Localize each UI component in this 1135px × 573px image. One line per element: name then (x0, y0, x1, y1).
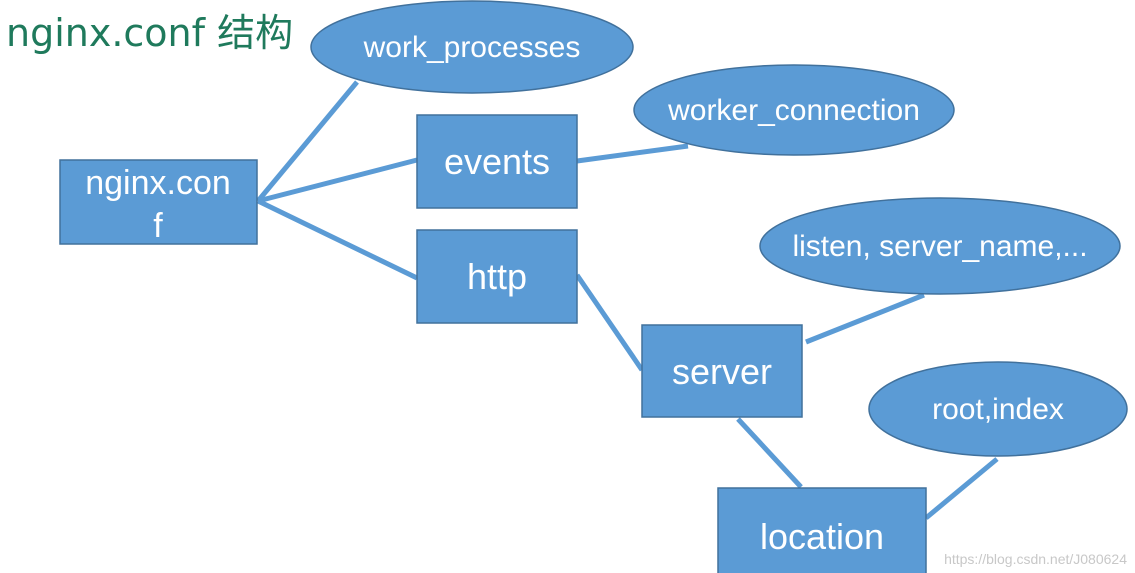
node-worker-connection-label: worker_connection (667, 94, 920, 127)
edge-http-server (574, 273, 645, 372)
watermark: https://blog.csdn.net/J080624 (944, 551, 1127, 567)
edge-root-http (256, 198, 419, 281)
node-root-label-line1: nginx.con (85, 164, 231, 202)
edge-root-events (257, 157, 418, 204)
node-worker-connection: worker_connection (633, 64, 955, 156)
node-http: http (416, 229, 578, 324)
edge-root-work-processes (256, 80, 359, 203)
node-work-processes-label: work_processes (363, 31, 581, 64)
edge-server-listen (805, 292, 925, 345)
edge-server-location (736, 417, 803, 489)
diagram-title: nginx.conf 结构 (6, 11, 294, 55)
node-events-label: events (444, 141, 550, 182)
node-root-label-line2: f (153, 207, 163, 245)
edges (256, 80, 999, 520)
node-listen-label: listen, server_name,... (792, 230, 1087, 263)
node-listen: listen, server_name,... (759, 197, 1121, 295)
node-location: location (717, 487, 927, 573)
node-server: server (641, 324, 803, 418)
node-root-index-label: root,index (932, 393, 1064, 426)
node-root-index: root,index (868, 361, 1128, 457)
edge-events-worker-connection (576, 143, 689, 164)
edge-location-root-index (924, 457, 999, 520)
node-server-label: server (672, 351, 772, 392)
node-events: events (416, 114, 578, 209)
node-work-processes: work_processes (310, 0, 634, 94)
node-http-label: http (467, 256, 527, 297)
node-location-label: location (760, 516, 884, 557)
node-root: nginx.con f (59, 159, 258, 245)
